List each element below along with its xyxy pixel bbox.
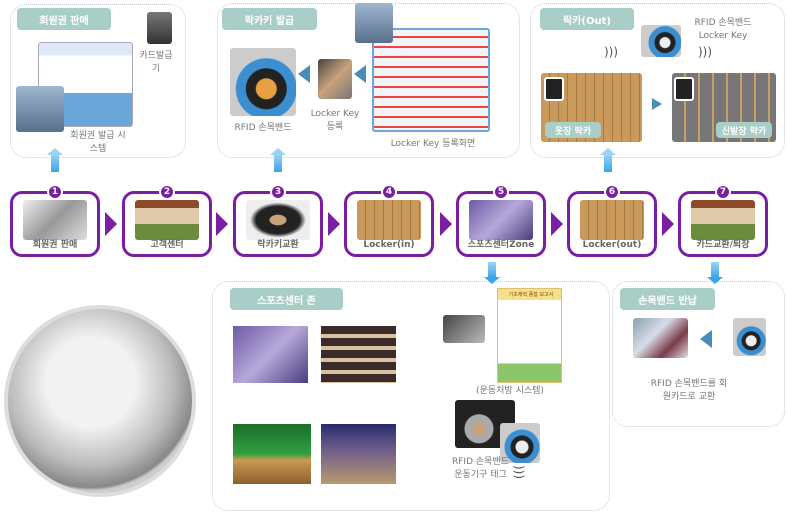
locker-out-title: 락카(Out) — [540, 8, 634, 30]
rfid-band-label: RFID 손목밴드 — [234, 123, 292, 133]
step-label: 스포츠센터Zone — [467, 240, 535, 250]
exercise-machine-icon — [443, 315, 485, 343]
rfid-band-image — [500, 423, 540, 463]
rfid-band-image — [230, 48, 296, 116]
chevron-right-icon — [440, 212, 452, 236]
reader-icon — [544, 77, 564, 101]
rfid-band-image — [641, 25, 681, 57]
customer-center-image — [691, 200, 755, 240]
member-card-image — [633, 318, 688, 358]
step-label: 고객센터 — [150, 240, 184, 250]
signal-icon: ))) — [512, 464, 527, 480]
step-number: 5 — [493, 184, 509, 200]
equipment-tag-label: RFID 손목밴드 운동기구 테그 — [452, 457, 509, 480]
card-printer-icon — [147, 12, 172, 44]
locker-image — [580, 200, 644, 240]
chevron-right-icon — [551, 212, 563, 236]
step-label: Locker(out) — [582, 240, 642, 250]
gym-photo — [233, 326, 308, 383]
right-arrow-icon — [652, 98, 662, 110]
chevron-right-icon — [216, 212, 228, 236]
rfid-band-image — [733, 318, 766, 356]
chevron-right-icon — [105, 212, 117, 236]
vending-photo — [321, 326, 396, 383]
membership-system-label: 회원권 발급 시스템 — [70, 131, 126, 154]
band-return-title: 손목밴드 반납 — [620, 288, 715, 310]
up-arrow-icon — [47, 148, 63, 172]
chevron-right-icon — [328, 212, 340, 236]
step-sports-center-zone[interactable]: 5 스포츠센터Zone — [456, 184, 546, 257]
up-arrow-icon — [270, 148, 286, 172]
key-register-label: Locker Key 등록 — [310, 109, 360, 132]
locker-key-screen-label: Locker Key 등록화면 — [390, 139, 476, 149]
pos-terminal-image — [23, 200, 87, 240]
fitness-report-image — [497, 288, 562, 383]
step-label: 카드교환/퇴장 — [696, 240, 750, 250]
down-arrow-icon — [707, 262, 723, 284]
step-number: 1 — [47, 184, 63, 200]
prescription-label: (운동처방 시스템) — [476, 386, 544, 396]
step-customer-center[interactable]: 2 고객센터 — [122, 184, 212, 257]
band-return-desc: RFID 손목밴드를 회원카드로 교환 — [650, 379, 728, 402]
shoe-locker-label: 신발장 락카 — [716, 122, 772, 138]
left-arrow-icon — [700, 330, 712, 348]
step-label: Locker(in) — [363, 240, 415, 250]
yoga-studio-photo — [321, 424, 396, 484]
wristband-image — [246, 200, 310, 240]
reader-icon — [674, 77, 694, 101]
golf-range-photo — [233, 424, 311, 484]
sports-zone-title: 스포츠센터 존 — [230, 288, 343, 310]
customer-center-image — [135, 200, 199, 240]
signal-icon: ))) — [698, 45, 713, 59]
closet-locker-label: 옷장 락카 — [545, 122, 601, 138]
card-issuer-label: 카드발급기 — [139, 51, 173, 74]
step-number: 6 — [604, 184, 620, 200]
step-number: 4 — [381, 184, 397, 200]
left-arrow-icon — [298, 65, 310, 83]
locker-image — [357, 200, 421, 240]
step-label: 회원권 판매 — [32, 240, 78, 250]
chevron-right-icon — [662, 212, 674, 236]
computer-icon — [16, 86, 64, 132]
step-number: 3 — [270, 184, 286, 200]
step-number: 2 — [159, 184, 175, 200]
signal-icon: ))) — [604, 45, 619, 59]
membership-sales-title: 회원권 판매 — [17, 8, 111, 30]
step-number: 7 — [715, 184, 731, 200]
report-title: 기초체력 종합 보고서 — [508, 292, 554, 298]
step-card-exchange-exit[interactable]: 7 카드교환/퇴장 — [678, 184, 768, 257]
down-arrow-icon — [484, 262, 500, 284]
locker-key-issue-title: 락카키 발급 — [222, 8, 317, 30]
up-arrow-icon — [600, 148, 616, 172]
rfid-locker-key-label: RFID 손목밴드 Locker Key — [694, 18, 752, 41]
gym-image — [469, 200, 533, 240]
computer-icon — [355, 3, 393, 43]
key-register-image — [318, 59, 352, 99]
step-membership-sales[interactable]: 1 회원권 판매 — [10, 184, 100, 257]
locker-key-screen — [372, 28, 490, 132]
waterpark-photo — [4, 305, 196, 497]
step-locker-key-exchange[interactable]: 3 락카키교환 — [233, 184, 323, 257]
step-label: 락카키교환 — [257, 240, 299, 250]
left-arrow-icon — [354, 65, 366, 83]
